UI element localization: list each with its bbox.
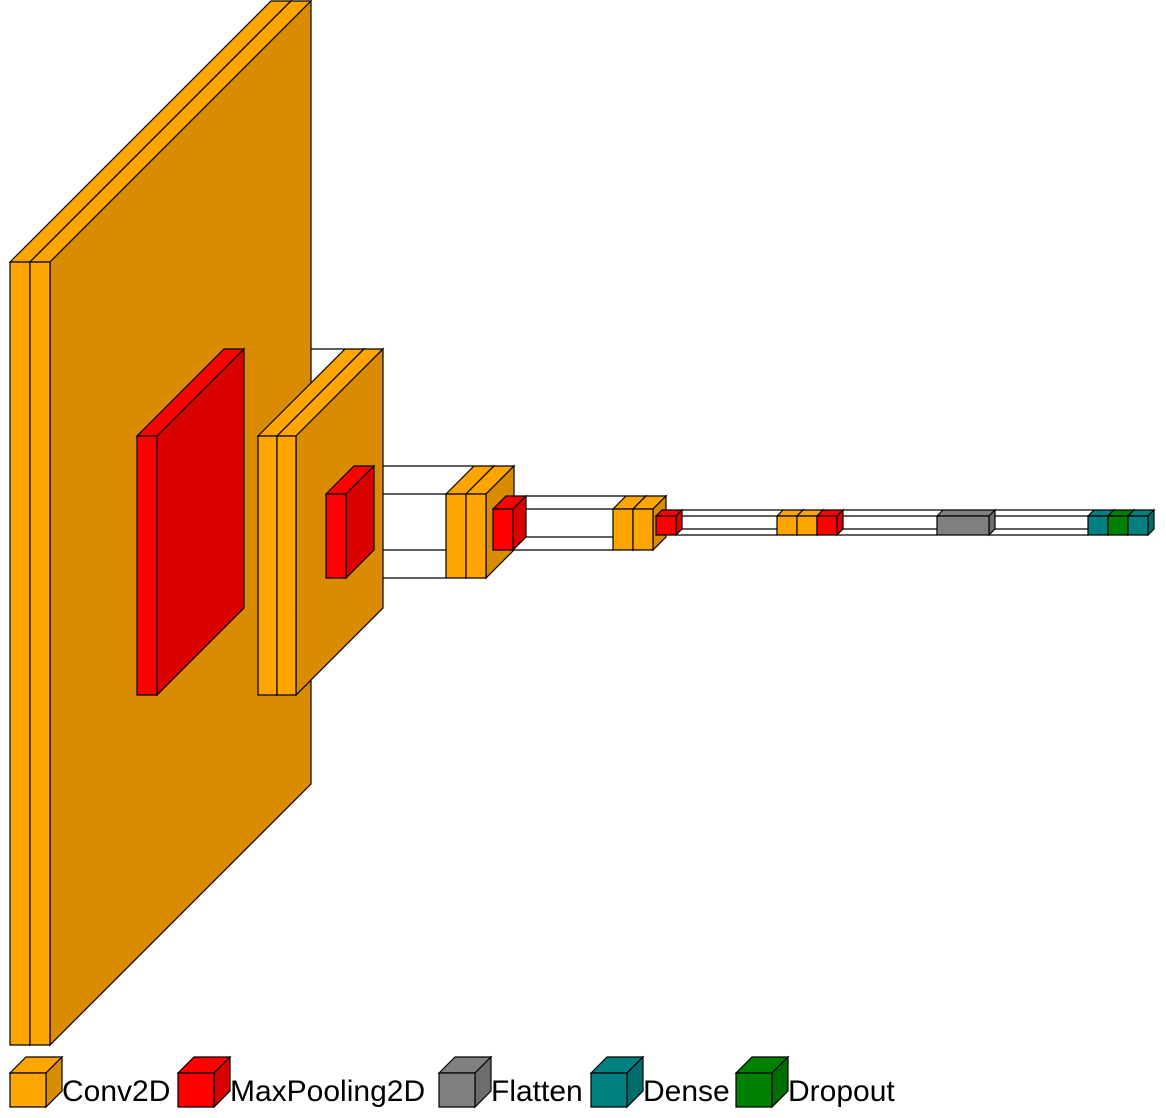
legend-item-dropout: Dropout (734, 1055, 895, 1109)
legend-label-dense: Dense (643, 1075, 730, 1108)
layer-dropout-front (1107, 515, 1129, 536)
legend-item-dense: Dense (589, 1055, 730, 1109)
layer-flatten (935, 508, 997, 537)
legend-swatch-dense (589, 1055, 645, 1109)
legend-swatch-conv2d-front (9, 1072, 47, 1108)
layer-stack (8, 0, 1156, 1047)
layer-conv2d-front (796, 515, 818, 536)
legend-label-dropout: Dropout (788, 1075, 895, 1108)
layer-maxpooling-front (136, 435, 158, 696)
layer-flatten-top (935, 509, 997, 517)
legend-label-flatten: Flatten (491, 1075, 583, 1108)
layer-dense (1126, 508, 1156, 537)
layer-conv2d-front (632, 508, 654, 551)
layer-conv2d-front (29, 261, 51, 1046)
layer-maxpooling-front (816, 515, 838, 536)
legend: Conv2D MaxPooling2D Flatten Dense Dropout (8, 1055, 895, 1109)
legend-swatch-conv2d (8, 1055, 64, 1109)
layer-maxpooling (815, 508, 845, 537)
layer-dense-front (1127, 515, 1149, 536)
layer-maxpooling (491, 494, 528, 552)
legend-item-flatten: Flatten (437, 1055, 583, 1109)
layer-maxpooling (324, 464, 376, 580)
legend-label-conv2d: Conv2D (62, 1075, 170, 1108)
legend-swatch-maxpooling-front (177, 1072, 215, 1108)
layer-dense-front (1087, 515, 1109, 536)
layer-conv2d-front (9, 261, 31, 1046)
layer-maxpooling (654, 508, 684, 537)
legend-item-conv2d: Conv2D (8, 1055, 170, 1109)
legend-swatch-flatten (437, 1055, 493, 1109)
layer-conv2d-front (276, 435, 297, 696)
layer-flatten-front (936, 515, 990, 536)
layer-conv2d-front (612, 508, 634, 551)
legend-label-maxpooling: MaxPooling2D (230, 1075, 425, 1108)
layer-maxpooling-front (325, 493, 347, 579)
layer-conv2d-front (257, 435, 278, 696)
layer-maxpooling-front (655, 515, 677, 536)
layer-conv2d-front (445, 493, 467, 579)
layer-maxpooling (135, 347, 246, 697)
layer-conv2d-front (776, 515, 798, 536)
layer-maxpooling-front (492, 508, 514, 551)
legend-swatch-dense-front (590, 1072, 628, 1108)
layer-conv2d-front (465, 493, 487, 579)
legend-swatch-dropout-front (735, 1072, 773, 1108)
legend-swatch-dropout (734, 1055, 790, 1109)
legend-item-maxpooling: MaxPooling2D (176, 1055, 425, 1109)
legend-swatch-flatten-front (438, 1072, 476, 1108)
legend-swatch-maxpooling (176, 1055, 232, 1109)
